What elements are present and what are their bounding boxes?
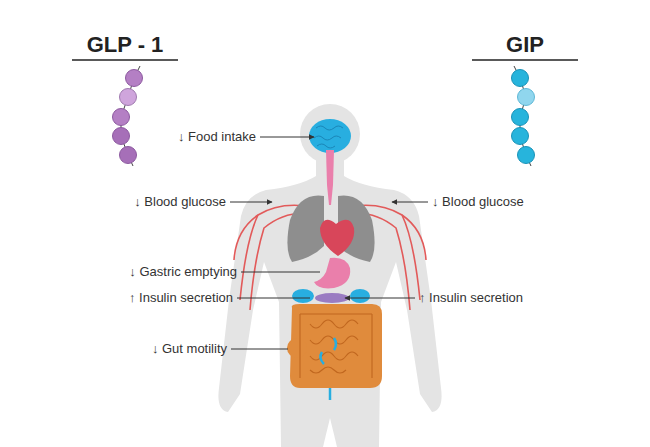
effect-label: ↓ Blood glucose [134,194,226,210]
effect-label: ↓ Food intake [178,129,256,145]
pancreas [315,293,349,303]
title-underline [72,59,178,61]
gip-peptide-chain [512,66,535,166]
arteries [234,205,426,310]
spinal-cord [326,150,334,205]
lungs [287,196,374,263]
hormone-title: GIP [506,32,544,58]
body-silhouette [218,104,441,447]
effect-label: ↓ Blood glucose [432,194,524,210]
effect-label: ↑ Insulin secretion [419,290,523,306]
hormone-title: GLP - 1 [87,32,164,58]
kidney [350,289,370,303]
effect-label: ↓ Gut motility [152,341,227,357]
brain [309,119,351,153]
liver [292,289,314,303]
glp1-peptide-chain [113,66,143,166]
stomach [314,258,350,289]
intestines [287,304,382,400]
effect-label: ↓ Gastric emptying [129,264,237,280]
title-underline [472,59,578,61]
heart [320,220,354,256]
effect-label: ↑ Insulin secretion [129,290,233,306]
leader-lines [230,137,428,349]
